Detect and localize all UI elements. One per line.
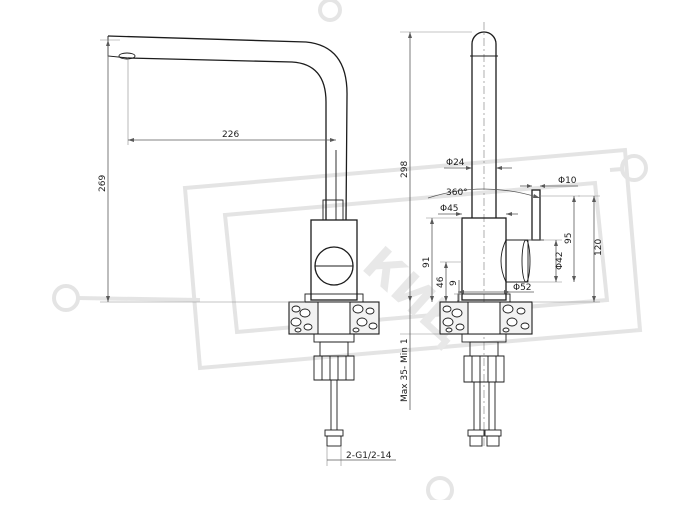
mounting-nut-left <box>313 333 355 343</box>
hose-fitting-left <box>326 435 342 447</box>
countertop-pebbles-left <box>290 304 378 333</box>
dim-lever-height-95: 95 <box>564 233 574 244</box>
countertop-pebbles-right <box>442 304 530 333</box>
dim-body-diameter: Φ45 <box>440 204 459 214</box>
dim-lever-base-diameter: Φ42 <box>555 251 565 270</box>
front-view: 298 Max 35- Min 1 Φ24 360° Φ45 Φ10 91 <box>400 22 604 448</box>
watermark: КИЦ <box>52 0 648 504</box>
spout <box>107 35 348 221</box>
dim-spout-reach: 226 <box>222 130 239 140</box>
faucet-body-front <box>461 217 507 301</box>
dim-mounting-thickness: Max 35- Min 1 <box>400 338 410 402</box>
dim-spout-diameter: Φ24 <box>446 158 465 168</box>
spout-column <box>471 31 497 218</box>
dim-total-height-left: 269 <box>98 175 108 192</box>
dim-height-46: 46 <box>436 276 446 288</box>
dim-rotation: 360° <box>446 188 468 198</box>
dim-height-91: 91 <box>422 257 432 268</box>
dim-height-9: 9 <box>449 280 459 286</box>
dim-base-diameter: Φ52 <box>513 283 532 293</box>
faucet-body <box>310 219 358 301</box>
side-view: 226 269 2-G1/2-14 <box>98 35 396 466</box>
dim-hose-thread: 2-G1/2-14 <box>346 451 392 461</box>
hoses-right <box>467 382 502 447</box>
dim-lever-diameter: Φ10 <box>558 176 577 186</box>
dim-lever-height-120: 120 <box>594 239 604 256</box>
dim-total-height-right: 298 <box>400 161 410 178</box>
aerator <box>118 52 136 60</box>
